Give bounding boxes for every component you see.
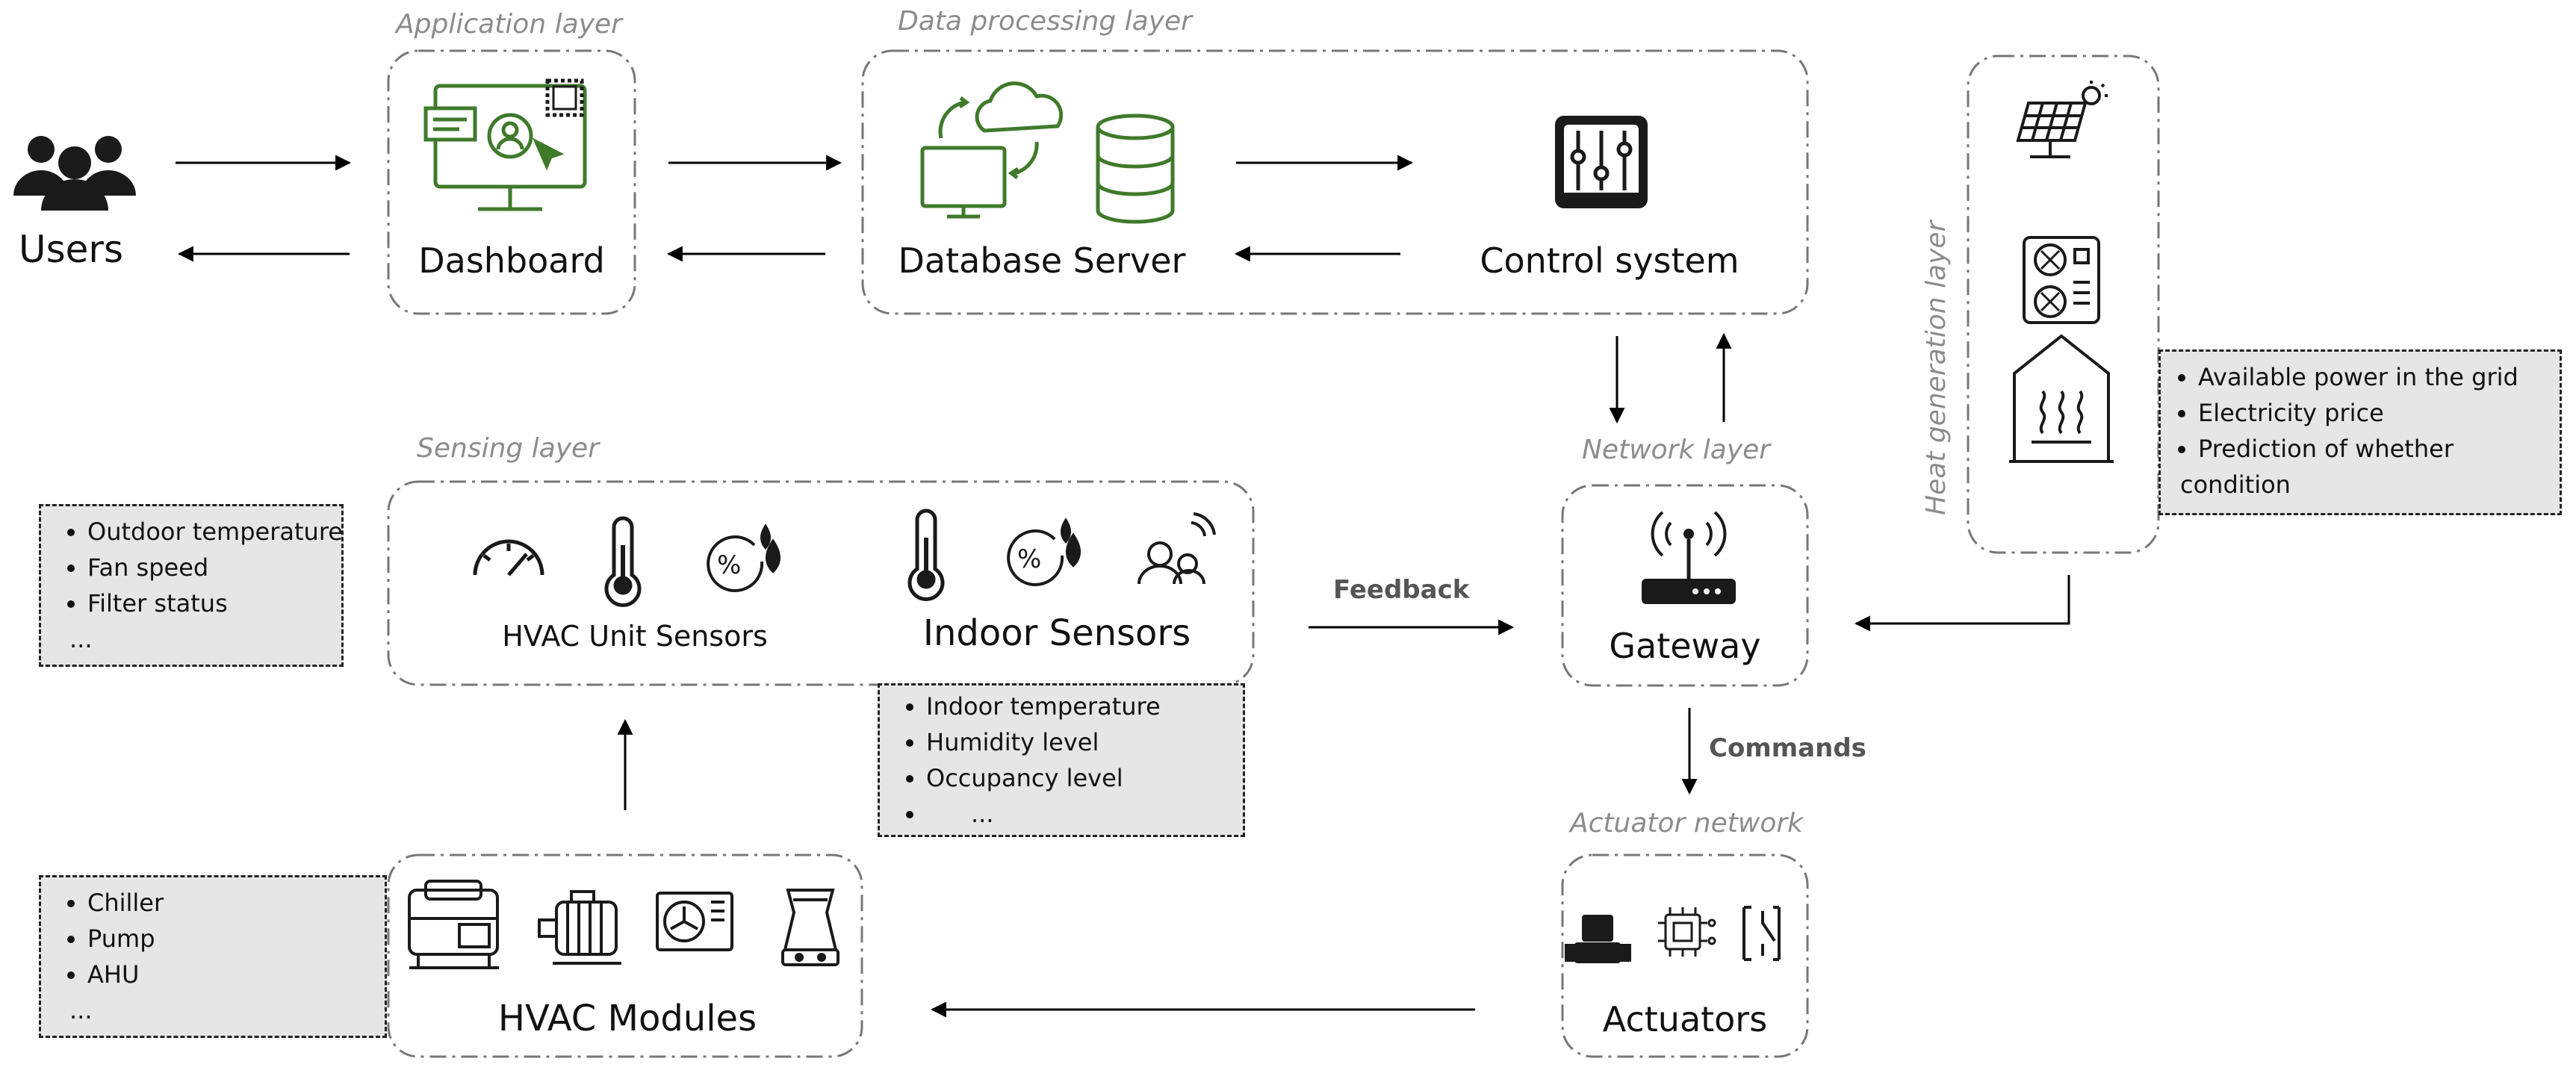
hvac-unit-sensor-notes: Outdoor temperature Fan speed Filter sta… xyxy=(39,504,344,667)
solar-panel-icon xyxy=(2016,81,2108,158)
note-item: ... xyxy=(926,796,1243,832)
house-heating-icon xyxy=(2009,334,2114,463)
indoor-sensor-notes: Indoor temperature Humidity level Occupa… xyxy=(878,683,1245,837)
valve-icon xyxy=(1565,915,1631,963)
note-item: ... xyxy=(69,625,93,653)
occupancy-sensor-icon xyxy=(1138,512,1216,585)
control-panel-icon xyxy=(1555,116,1648,208)
actuator-network-frame xyxy=(1561,854,1809,1058)
humidity-icon: % xyxy=(707,523,780,593)
computer-cloud-sync-icon xyxy=(920,81,1064,219)
note-item: Humidity level xyxy=(926,724,1243,760)
heat-pump-icon xyxy=(2023,236,2100,324)
note-item: Chiller xyxy=(87,885,385,921)
hvac-module-notes: Chiller Pump AHU ... xyxy=(39,875,387,1038)
network-layer-frame xyxy=(1561,484,1809,687)
note-item: Fan speed xyxy=(87,550,341,585)
humidity-indoor-icon: % xyxy=(1007,517,1081,587)
note-item: Prediction of whether xyxy=(2198,431,2560,467)
hvac-unit-sensors-label: HVAC Unit Sensors xyxy=(502,620,768,653)
note-item: Filter status xyxy=(87,585,341,621)
heat-generation-layer-title: Heat generation layer xyxy=(1921,220,1952,515)
application-layer-title: Application layer xyxy=(396,9,622,40)
control-system-label: Control system xyxy=(1480,240,1739,281)
router-icon xyxy=(1642,511,1736,604)
dashboard-label: Dashboard xyxy=(418,240,605,281)
database-icon xyxy=(1096,114,1175,224)
commands-label: Commands xyxy=(1709,733,1866,763)
microchip-icon xyxy=(1658,907,1716,957)
note-item: Outdoor temperature xyxy=(87,514,343,550)
svg-text:%: % xyxy=(1017,544,1041,574)
network-layer-title: Network layer xyxy=(1582,435,1771,465)
note-item: ... xyxy=(69,996,93,1025)
application-layer-frame xyxy=(387,49,636,315)
chiller-icon xyxy=(408,880,499,969)
svg-text:%: % xyxy=(717,550,741,580)
cooling-tower-icon xyxy=(781,889,839,966)
data-processing-layer-frame xyxy=(861,49,1809,315)
sensing-layer-title: Sensing layer xyxy=(417,433,600,464)
note-item: Available power in the grid xyxy=(2198,359,2560,395)
note-item: condition xyxy=(2180,470,2291,499)
note-item: Indoor temperature xyxy=(926,688,1243,724)
note-item: Electricity price xyxy=(2198,395,2560,431)
database-server-label: Database Server xyxy=(898,240,1186,281)
grid-conditions-notes: Available power in the grid Electricity … xyxy=(2158,349,2562,515)
indoor-sensors-label: Indoor Sensors xyxy=(922,612,1191,654)
ahu-fan-icon xyxy=(656,892,733,951)
actuator-network-title: Actuator network xyxy=(1570,808,1803,839)
relay-switch-icon xyxy=(1742,906,1781,961)
gateway-label: Gateway xyxy=(1609,626,1761,666)
data-processing-layer-title: Data processing layer xyxy=(898,6,1192,37)
speedometer-icon xyxy=(473,539,544,576)
note-item: Occupancy level xyxy=(926,760,1243,796)
note-item: AHU xyxy=(87,957,385,992)
sensing-layer-frame xyxy=(387,480,1255,686)
feedback-label: Feedback xyxy=(1333,575,1470,605)
thermometer-icon xyxy=(604,516,642,607)
heat-generation-layer-frame xyxy=(1967,55,2160,554)
actuators-label: Actuators xyxy=(1602,999,1768,1039)
thermometer-indoor-icon xyxy=(907,509,945,601)
users-icon xyxy=(13,136,136,211)
dashboard-monitor-icon xyxy=(423,78,587,211)
arrow-heat-to-gateway xyxy=(1854,575,2070,632)
users-label: Users xyxy=(18,228,123,271)
pump-motor-icon xyxy=(538,890,621,965)
hvac-modules-frame xyxy=(387,854,863,1058)
note-item: Pump xyxy=(87,921,385,957)
hvac-modules-label: HVAC Modules xyxy=(497,998,757,1039)
